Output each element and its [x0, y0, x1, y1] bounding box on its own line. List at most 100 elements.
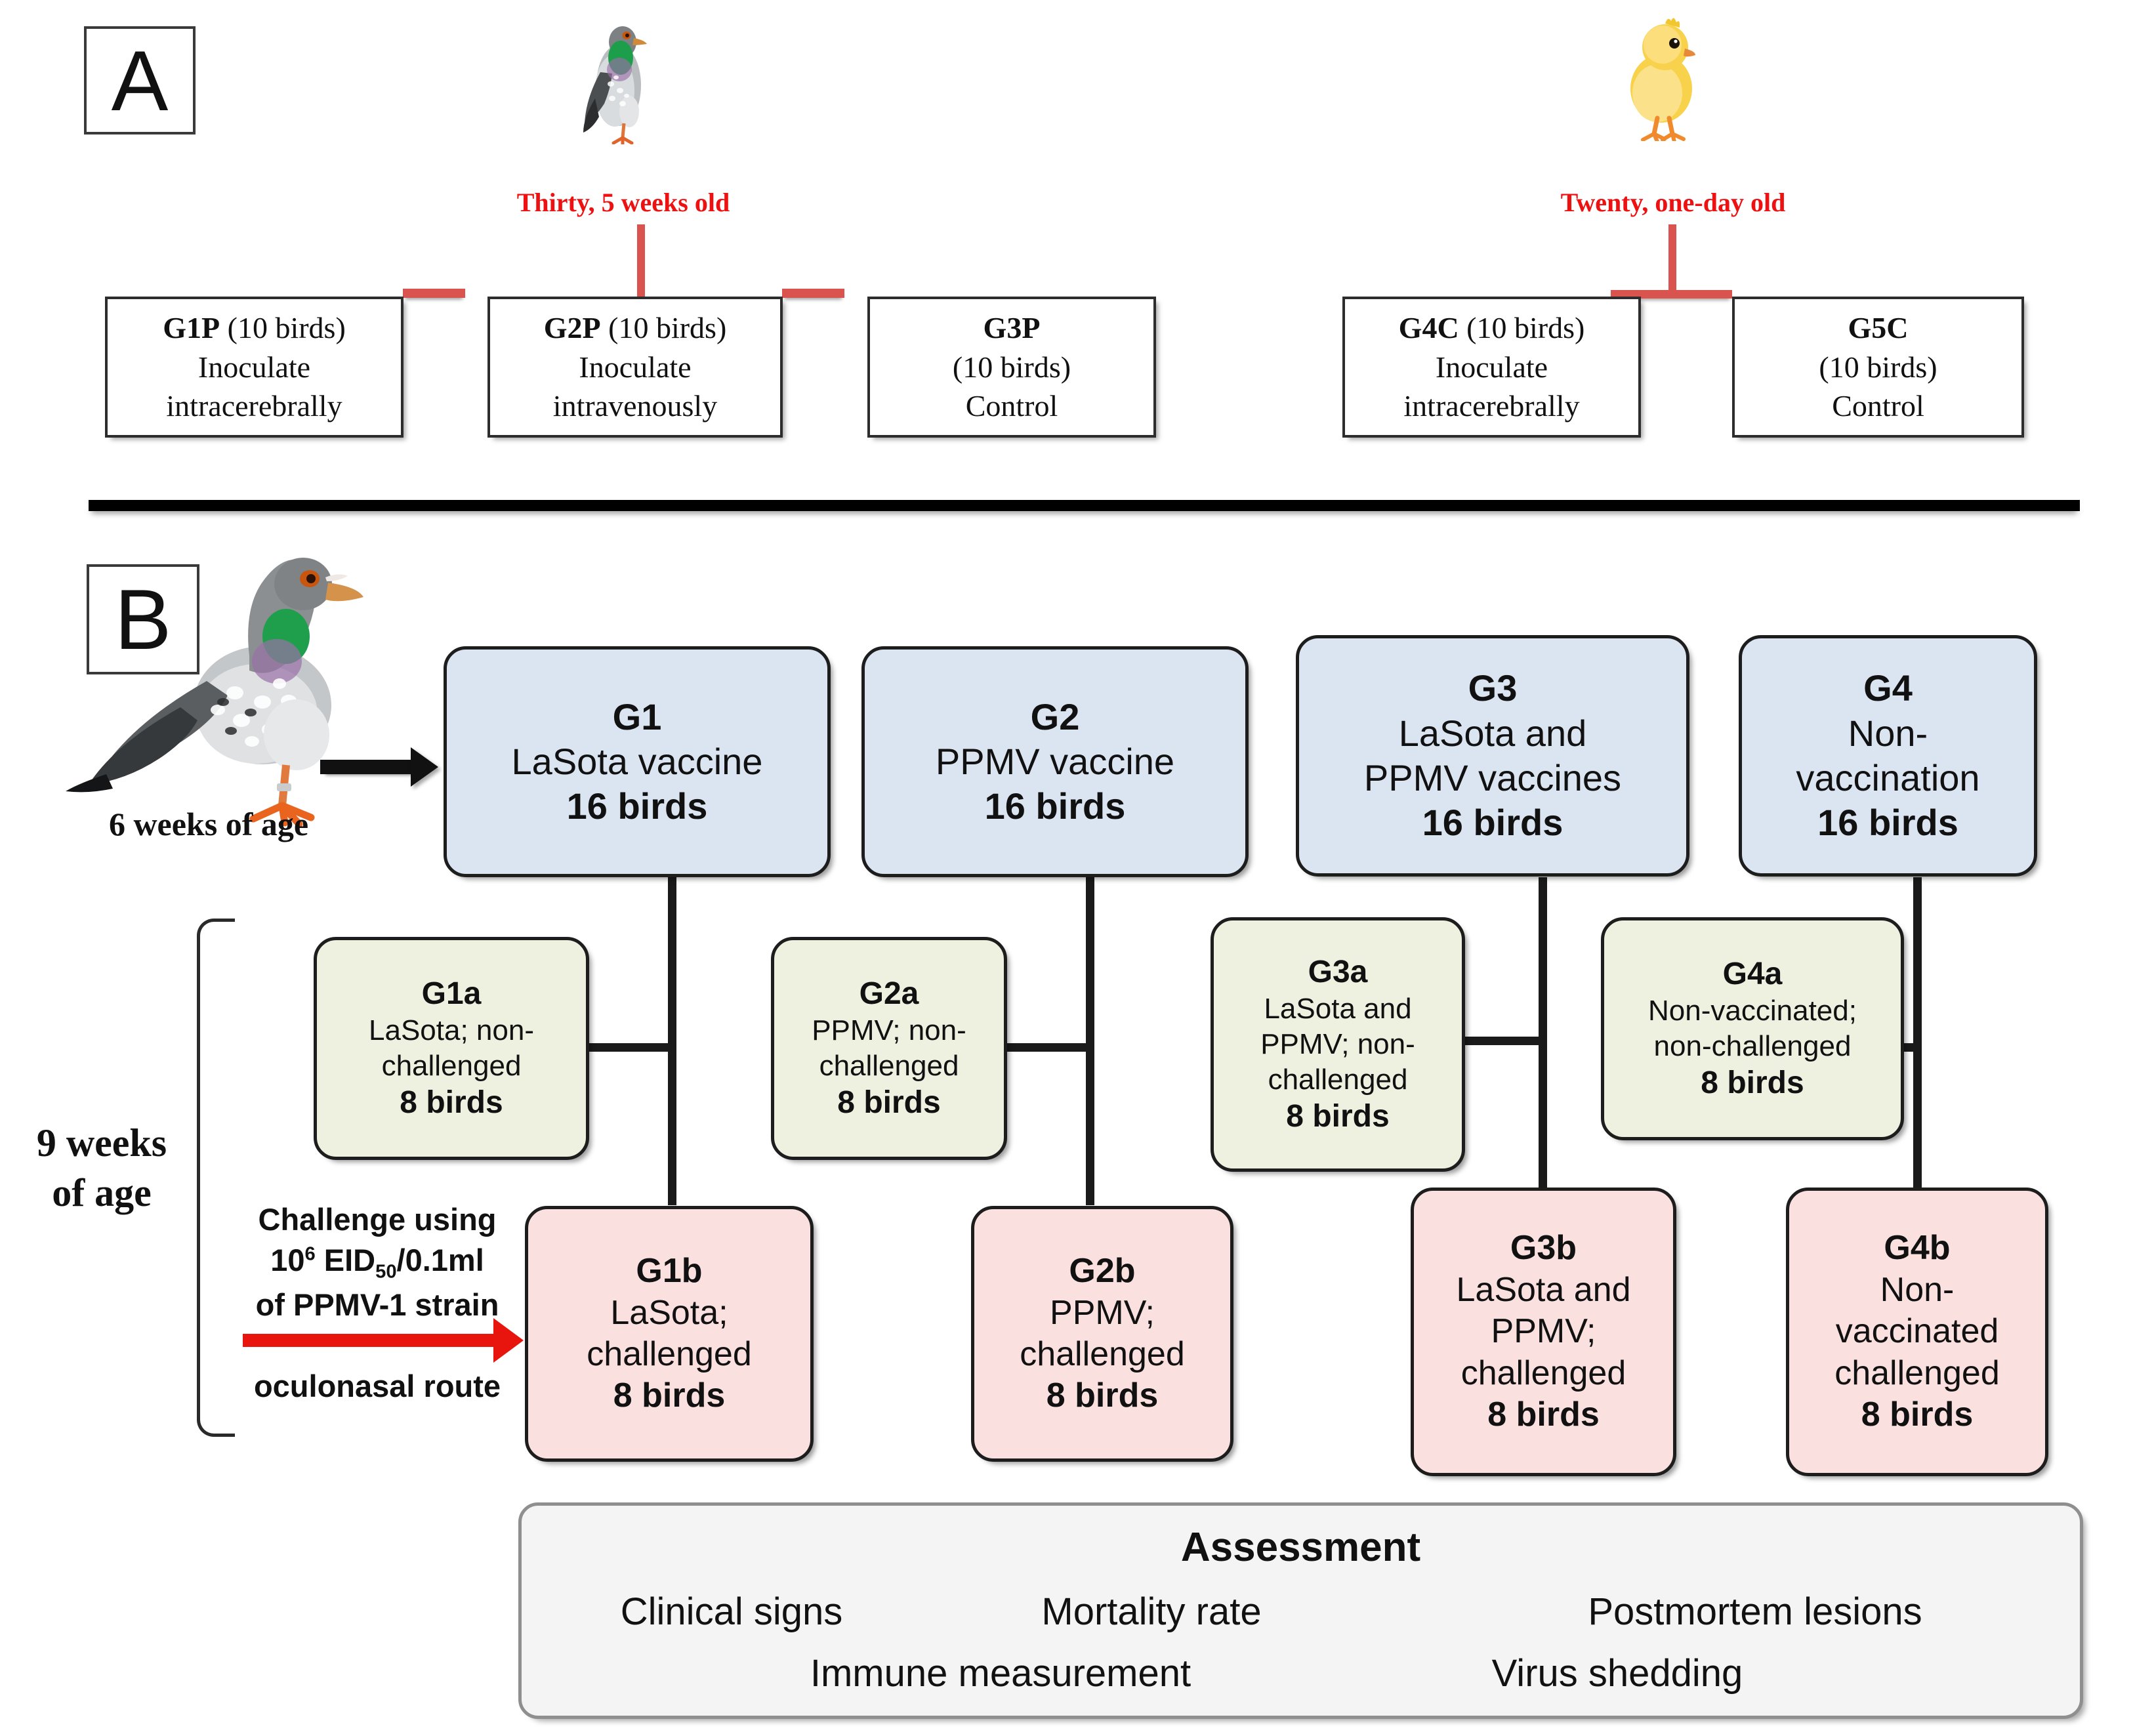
g2-count: 16 birds — [984, 785, 1126, 827]
g1a-title: G1a — [421, 976, 482, 1011]
subgroup-box-g3b[interactable]: G3b LaSota and PPMV; challenged 8 birds — [1411, 1188, 1676, 1476]
assessment-item-clinical-signs: Clinical signs — [620, 1590, 843, 1633]
g1b-line-2: challenged — [587, 1335, 752, 1373]
assessment-panel: Assessment Clinical signs Mortality rate… — [518, 1502, 2083, 1719]
challenge-arrow-line — [243, 1334, 495, 1347]
arrow-pigeon-to-g1-head — [411, 747, 438, 787]
panel-a-pigeon-caption: Thirty, 5 weeks old — [516, 188, 730, 217]
panel-b-badge: B — [87, 564, 199, 674]
g1-count: 16 birds — [566, 785, 708, 827]
g1p-line-3: intracerebrally — [166, 389, 342, 423]
g1p-title-line: G1P (10 birds) — [163, 310, 346, 344]
g3a-line-3: challenged — [1268, 1063, 1408, 1096]
g2-title: G2 — [1030, 695, 1080, 737]
g3-count: 16 birds — [1422, 802, 1564, 844]
g4-line-2: vaccination — [1796, 757, 1980, 798]
g3b-line-1: LaSota and — [1456, 1270, 1631, 1309]
subgroup-box-g1a[interactable]: G1a LaSota; non- challenged 8 birds — [314, 937, 589, 1160]
g3a-line-2: PPMV; non- — [1260, 1028, 1415, 1061]
g4c-line-2: Inoculate — [1435, 350, 1548, 384]
g3-line-1: LaSota and — [1398, 712, 1587, 754]
subgroup-box-g4b[interactable]: G4b Non- vaccinated challenged 8 birds — [1786, 1188, 2048, 1476]
group-box-g1[interactable]: G1 LaSota vaccine 16 birds — [444, 646, 831, 877]
assessment-item-immune-measurement: Immune measurement — [810, 1652, 1191, 1695]
challenge-route-label: oculonasal route — [253, 1369, 501, 1403]
g4a-line-1: Non-vaccinated; — [1648, 995, 1857, 1027]
g3-title: G3 — [1468, 667, 1518, 709]
panel-b-label: B — [114, 571, 172, 667]
g1b-title: G1b — [636, 1252, 703, 1291]
g3b-line-2: PPMV; — [1491, 1312, 1596, 1351]
assessment-title: Assessment — [1180, 1525, 1421, 1570]
subgroup-box-g2a[interactable]: G2a PPMV; non- challenged 8 birds — [771, 937, 1007, 1160]
g4b-title: G4b — [1884, 1229, 1951, 1268]
connector-chick-to-g4c-g5c — [1668, 224, 1676, 293]
connector-g3-to-g3a — [1464, 1037, 1544, 1045]
g2b-line-1: PPMV; — [1050, 1293, 1155, 1332]
g2-line-1: PPMV vaccine — [935, 740, 1175, 782]
panel-divider — [89, 500, 2080, 511]
g1-line-1: LaSota vaccine — [511, 740, 763, 782]
g1p-line-2: Inoculate — [197, 350, 311, 384]
group-box-g2[interactable]: G2 PPMV vaccine 16 birds — [861, 646, 1249, 877]
g3a-title: G3a — [1308, 954, 1368, 989]
g2b-line-2: challenged — [1020, 1335, 1185, 1373]
g2a-count: 8 birds — [837, 1085, 941, 1120]
g4c-title-line: G4C (10 birds) — [1398, 310, 1585, 344]
g3p-line-3: Control — [965, 389, 1058, 423]
connector-pigeon-to-g2p — [637, 224, 645, 297]
group-box-g3p[interactable]: G3P (10 birds) Control — [867, 297, 1156, 438]
g3b-count: 8 birds — [1487, 1395, 1600, 1434]
subgroup-box-g3a[interactable]: G3a LaSota and PPMV; non- challenged 8 b… — [1211, 917, 1465, 1172]
arrow-pigeon-to-g1-line — [320, 760, 412, 774]
nine-weeks-line-2: of age — [52, 1170, 152, 1214]
subgroup-box-g4a[interactable]: G4a Non-vaccinated; non-challenged 8 bir… — [1601, 917, 1904, 1140]
g1-title: G1 — [612, 695, 662, 737]
group-box-g3[interactable]: G3 LaSota and PPMV vaccines 16 birds — [1296, 635, 1689, 877]
subgroup-box-g1b[interactable]: G1b LaSota; challenged 8 birds — [525, 1206, 814, 1462]
connector-g4-vertical — [1913, 877, 1922, 1205]
connector-g1p-g2p — [403, 289, 465, 298]
assessment-item-mortality-rate: Mortality rate — [1041, 1590, 1262, 1633]
g4-count: 16 birds — [1817, 802, 1958, 844]
connector-g2-to-g2a — [1006, 1043, 1092, 1052]
g5c-line-2: (10 birds) — [1819, 350, 1937, 384]
panel-a-chick-caption: Twenty, one-day old — [1560, 188, 1786, 217]
connector-g4c-g5c-horizontal — [1611, 290, 1732, 299]
g1a-line-1: LaSota; non- — [369, 1014, 534, 1047]
challenge-arrow-head — [493, 1318, 524, 1363]
g3a-line-1: LaSota and — [1264, 993, 1412, 1025]
assessment-item-virus-shedding: Virus shedding — [1491, 1652, 1743, 1695]
group-box-g4[interactable]: G4 Non- vaccination 16 birds — [1739, 635, 2037, 877]
g3a-count: 8 birds — [1286, 1098, 1390, 1134]
nine-weeks-age-label: 9 weeks of age — [7, 1119, 197, 1218]
g1b-count: 8 birds — [613, 1376, 726, 1415]
subgroup-box-g2b[interactable]: G2b PPMV; challenged 8 birds — [971, 1206, 1233, 1462]
g4-line-1: Non- — [1848, 712, 1928, 754]
panel-a-badge: A — [84, 26, 196, 134]
assessment-item-postmortem-lesions: Postmortem lesions — [1588, 1590, 1922, 1633]
g4b-line-2: vaccinated — [1835, 1312, 1999, 1351]
g4c-line-3: intracerebrally — [1403, 389, 1580, 423]
nine-weeks-bracket — [197, 919, 235, 1437]
group-box-g1p[interactable]: G1P (10 birds) Inoculate intracerebrally — [105, 297, 404, 438]
g3p-line-2: (10 birds) — [952, 350, 1071, 384]
g2a-line-2: challenged — [819, 1050, 959, 1082]
g2a-title: G2a — [859, 976, 919, 1011]
g3b-line-3: challenged — [1460, 1354, 1626, 1392]
g4a-count: 8 birds — [1701, 1065, 1804, 1100]
g2b-count: 8 birds — [1046, 1376, 1159, 1415]
group-box-g2p[interactable]: G2P (10 birds) Inoculate intravenously — [487, 297, 783, 438]
nine-weeks-line-1: 9 weeks — [36, 1121, 167, 1165]
group-box-g4c[interactable]: G4C (10 birds) Inoculate intracerebrally — [1342, 297, 1641, 438]
challenge-line-1: Challenge using — [258, 1202, 497, 1237]
chick-illustration-panel-a — [1601, 13, 1726, 144]
g4b-line-1: Non- — [1880, 1270, 1955, 1309]
g1b-line-1: LaSota; — [610, 1293, 728, 1332]
group-box-g5c[interactable]: G5C (10 birds) Control — [1732, 297, 2024, 438]
g3p-title-line: G3P — [983, 310, 1041, 344]
connector-g1-vertical — [668, 877, 676, 1205]
g4a-line-2: non-challenged — [1653, 1030, 1852, 1062]
g2p-line-2: Inoculate — [579, 350, 692, 384]
g4-title: G4 — [1863, 667, 1913, 709]
